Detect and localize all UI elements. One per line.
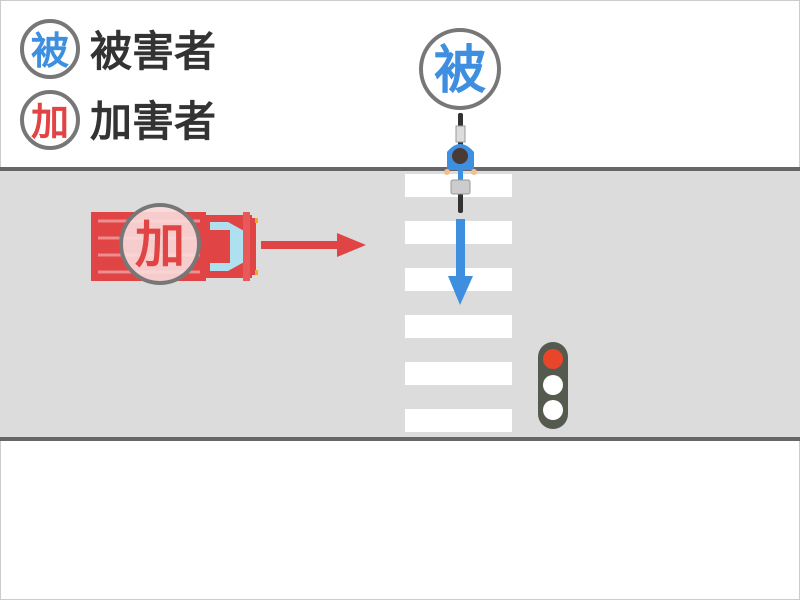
legend-victim: 被 被害者 xyxy=(20,19,216,79)
truck: 加 xyxy=(91,203,258,285)
victim-legend-badge xyxy=(20,19,80,79)
offender-legend-badge-text: 加 xyxy=(31,100,69,144)
traffic-light-green xyxy=(543,400,563,420)
road-edge-top xyxy=(0,167,800,171)
legend-offender: 加 加害者 xyxy=(20,90,216,150)
truck-badge xyxy=(119,203,201,285)
cyclist-head xyxy=(452,148,468,164)
bicycle-direction-arrow xyxy=(448,219,473,305)
road xyxy=(0,167,800,441)
bicycle: 被 xyxy=(419,28,501,213)
bicycle-badge xyxy=(419,28,501,110)
victim-legend-badge-text: 被 xyxy=(31,29,69,73)
road-edge-bottom xyxy=(0,437,800,441)
traffic-light-red xyxy=(543,349,563,369)
victim-legend-label: 被害者 xyxy=(90,27,216,76)
bicycle-badge-text: 被 xyxy=(434,41,486,101)
offender-legend-label: 加害者 xyxy=(90,97,216,146)
traffic-light xyxy=(538,342,568,429)
truck-direction-arrow xyxy=(261,233,366,257)
truck-badge-text: 加 xyxy=(135,216,185,274)
traffic-light-yellow xyxy=(543,375,563,395)
offender-legend-badge xyxy=(20,90,80,150)
